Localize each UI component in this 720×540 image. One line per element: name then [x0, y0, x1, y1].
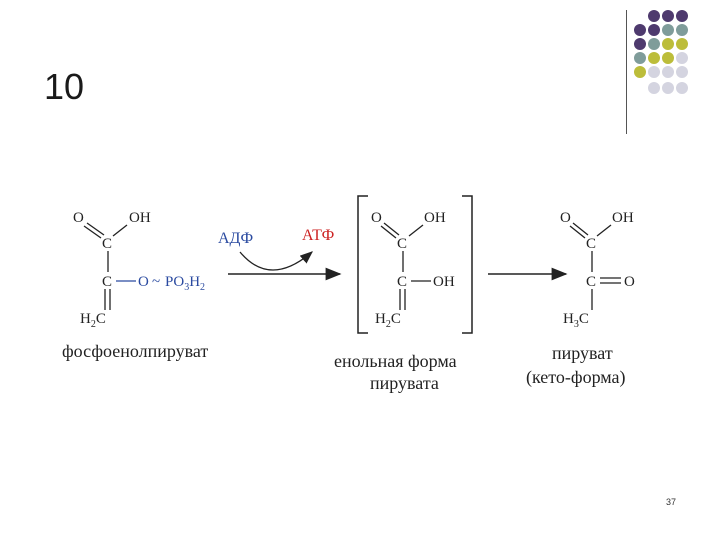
decor-dot	[676, 66, 688, 78]
adp-label: АДФ	[218, 230, 253, 247]
decor-dot	[676, 82, 688, 94]
caption-enol-line2: пирувата	[370, 373, 439, 393]
decor-dot	[648, 24, 660, 36]
alpha-carbon-label: C	[586, 274, 596, 290]
ester-oxygen-label: O	[138, 274, 149, 290]
decor-dot	[662, 82, 674, 94]
decor-dot	[648, 10, 660, 22]
decor-dot	[648, 38, 660, 50]
hydroxyl-label: OH	[424, 210, 446, 226]
caption-enol-line1: енольная форма	[334, 351, 457, 371]
bracket-left	[357, 195, 368, 334]
decor-dot	[662, 10, 674, 22]
decor-dot	[676, 24, 688, 36]
decor-dot	[634, 38, 646, 50]
methylene-group-label: H2C	[375, 311, 401, 330]
decor-dot	[676, 38, 688, 50]
caption-phosphoenolpyruvate: фосфоенолпируват	[62, 341, 209, 361]
carboxyl-carbon-label: C	[586, 236, 596, 252]
alpha-carbon-label: C	[397, 274, 407, 290]
atp-label: АТФ	[302, 227, 334, 244]
carbonyl-oxygen-label: O	[560, 210, 571, 226]
page-number: 37	[666, 497, 677, 507]
hydroxyl-label: OH	[129, 210, 151, 226]
enol-pyruvate-structure: O OH C C OH H2C	[371, 210, 455, 330]
decor-dot	[634, 66, 646, 78]
decor-dot	[648, 66, 660, 78]
carbonyl-oxygen-label: O	[73, 210, 84, 226]
cofactor-curved-arrow	[239, 251, 313, 271]
keto-pyruvate-structure: O OH C C O H3C	[560, 210, 635, 330]
phosphoenolpyruvate-structure: O OH C C O ~ PO3H2 H2C	[73, 210, 205, 330]
bracket-right	[462, 195, 473, 334]
phosphate-group-label: PO3H2	[165, 274, 205, 293]
keto-oxygen-label: O	[624, 274, 635, 290]
decor-dot	[634, 52, 646, 64]
decor-dot	[634, 24, 646, 36]
carbonyl-oxygen-label: O	[371, 210, 382, 226]
carboxyl-carbon-label: C	[102, 236, 112, 252]
caption-keto-line2: (кето-форма)	[526, 367, 626, 387]
decor-dot	[648, 82, 660, 94]
decor-dot	[662, 66, 674, 78]
decor-dot	[676, 10, 688, 22]
enol-hydroxyl-label: OH	[433, 274, 455, 290]
decor-dot	[662, 52, 674, 64]
decor-dot	[648, 52, 660, 64]
carboxyl-carbon-label: C	[397, 236, 407, 252]
decor-dot	[676, 52, 688, 64]
decor-dot	[662, 38, 674, 50]
alpha-carbon-label: C	[102, 274, 112, 290]
methyl-group-label: H3C	[563, 311, 589, 330]
high-energy-bond-tilde: ~	[152, 274, 160, 290]
caption-keto-line1: пируват	[552, 343, 613, 363]
decorative-dot-grid	[634, 10, 688, 94]
methylene-group-label: H2C	[80, 311, 106, 330]
slide-number: 10	[44, 66, 85, 107]
divider-line	[626, 10, 627, 134]
decor-dot	[662, 24, 674, 36]
hydroxyl-label: OH	[612, 210, 634, 226]
